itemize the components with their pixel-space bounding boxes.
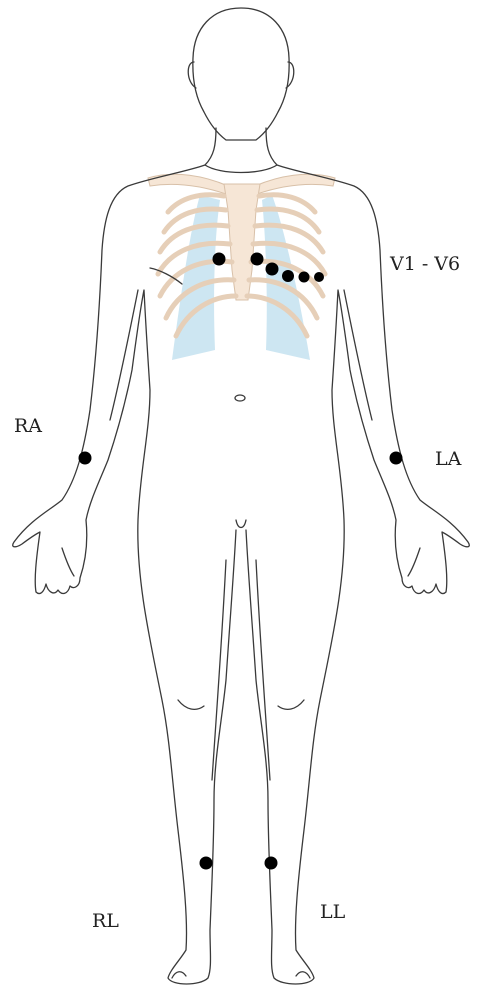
left-arm-label: LA xyxy=(435,450,461,469)
electrode-v6 xyxy=(314,272,324,282)
rib-cage xyxy=(148,174,335,360)
electrode-v1 xyxy=(213,253,226,266)
electrode-la xyxy=(390,452,403,465)
electrode-v4 xyxy=(282,270,294,282)
left-leg-label: LL xyxy=(320,903,345,922)
head xyxy=(193,8,289,140)
right-arm-label: RA xyxy=(14,417,42,436)
electrode-rl xyxy=(200,857,213,870)
electrode-v3 xyxy=(266,263,279,276)
right-leg-label: RL xyxy=(92,912,119,931)
electrode-ll xyxy=(265,857,278,870)
electrode-ra xyxy=(79,452,92,465)
electrode-v2 xyxy=(251,253,264,266)
electrode-v5 xyxy=(299,272,310,283)
chest-leads-label: V1 - V6 xyxy=(390,255,460,274)
body-outline xyxy=(13,8,470,984)
